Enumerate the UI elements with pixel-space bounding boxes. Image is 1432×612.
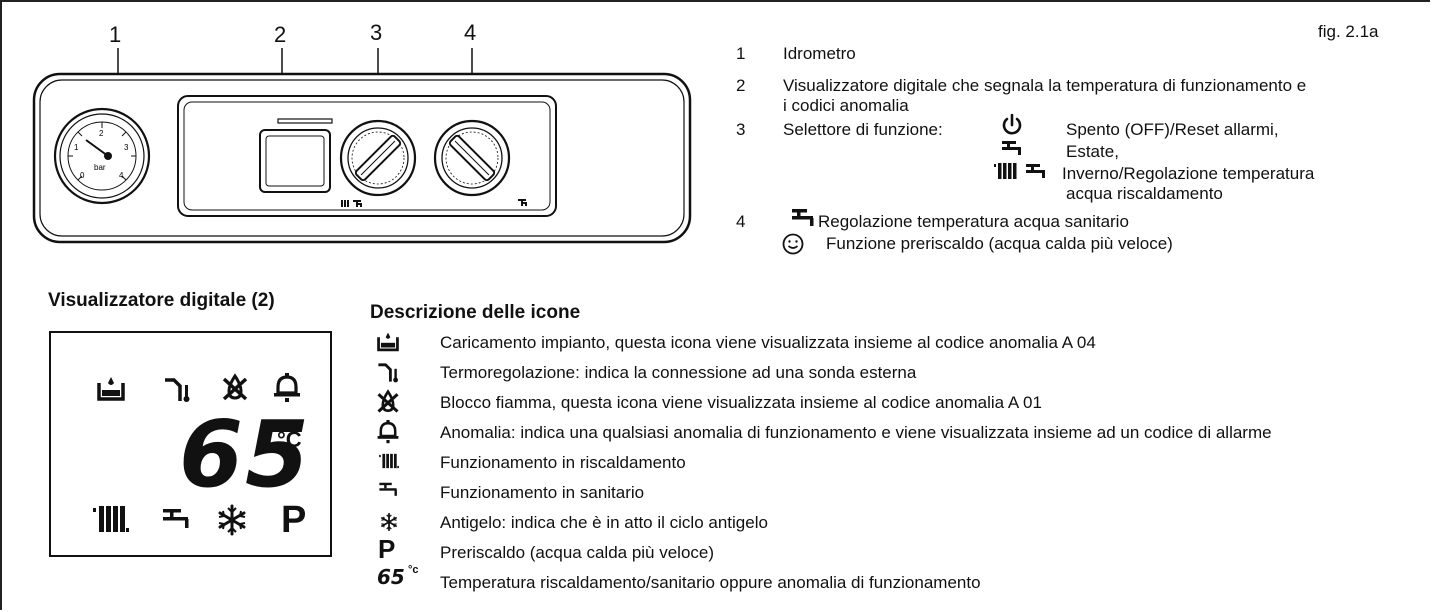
legend-text-1: Idrometro [783,44,856,63]
callout-2: 2 [274,22,287,47]
thermoregulation-icon [378,363,398,383]
temperature-digits: 65 [179,401,312,508]
callout-3: 3 [370,20,383,45]
temperature-digits-icon: 65 [377,565,405,589]
flame-lock-icon [222,373,248,401]
icon-desc-dhw: Funzionamento in sanitario [440,483,645,502]
icons-section-title: Descrizione delle icone [370,302,581,323]
tap-icon [1002,141,1021,155]
legend-num-2: 2 [736,76,746,95]
preheat-p-icon: P [281,499,307,541]
thermoregulation-icon [165,378,190,402]
flame-lock-icon [377,389,399,413]
selector-option-off: Spento (OFF)/Reset allarmi, [1066,120,1279,139]
tap-icon-knob4 [792,209,814,226]
figure-label: fig. 2.1a [1318,22,1379,41]
display-panel: 65 °C P [49,331,332,557]
selector-option-winter-b: acqua riscaldamento [1066,184,1223,203]
legend-num-3: 3 [736,120,746,139]
gauge-tick-1: 1 [74,143,79,152]
legend-num-1: 1 [736,44,746,63]
display-panel-title: Visualizzatore digitale (2) [48,290,275,311]
callout-1: 1 [109,22,122,47]
selector-option-summer: Estate, [1066,142,1119,161]
preheat-text: Funzione preriscaldo (acqua calda più ve… [826,234,1173,253]
water-fill-icon [377,332,399,352]
tap-icon [379,482,397,496]
icon-desc-preheat: Preriscaldo (acqua calda più veloce) [440,543,715,562]
power-icon [1002,113,1022,135]
gauge-tick-4: 4 [119,171,124,180]
legend-text-2b: i codici anomalia [783,96,909,115]
icon-desc-thermoregulation: Termoregolazione: indica la connessione … [440,363,917,382]
icon-desc-temperature: Temperatura riscaldamento/sanitario oppu… [440,573,981,592]
legend-num-4: 4 [736,212,746,231]
bell-icon [274,373,300,402]
water-fill-icon [97,377,125,401]
callout-4: 4 [464,20,477,45]
radiator-icon [379,453,399,469]
radiator-icon [93,506,129,532]
gauge-unit-label: bar [94,163,106,172]
bell-icon [377,420,399,444]
tap-icon [163,509,189,528]
radiator-tap-icon [994,163,1045,179]
control-panel-illustration: bar 0 1 2 3 4 [32,48,692,244]
snowflake-icon [218,504,246,536]
legend-text-2: Visualizzatore digitale che segnala la t… [783,76,1307,95]
gauge-tick-2: 2 [99,129,104,138]
icon-desc-antifreeze: Antigelo: indica che è in atto il ciclo … [440,513,768,532]
icon-desc-flame-lock: Blocco fiamma, questa icona viene visual… [440,393,1042,412]
legend-text-3: Selettore di funzione: [783,120,943,139]
smiley-icon [782,233,804,255]
gauge-tick-3: 3 [124,143,129,152]
gauge-tick-0: 0 [80,171,85,180]
legend-text-4: Regolazione temperatura acqua sanitario [818,212,1129,231]
temperature-unit-small: °c [408,564,419,576]
icon-desc-anomaly: Anomalia: indica una qualsiasi anomalia … [440,423,1272,442]
icon-desc-fill: Caricamento impianto, questa icona viene… [440,333,1096,352]
snowflake-icon [381,512,397,532]
selector-option-winter: Inverno/Regolazione temperatura [1062,164,1315,183]
icon-desc-heating: Funzionamento in riscaldamento [440,453,686,472]
p-icon: P [378,534,396,564]
temperature-unit: °C [277,427,302,452]
